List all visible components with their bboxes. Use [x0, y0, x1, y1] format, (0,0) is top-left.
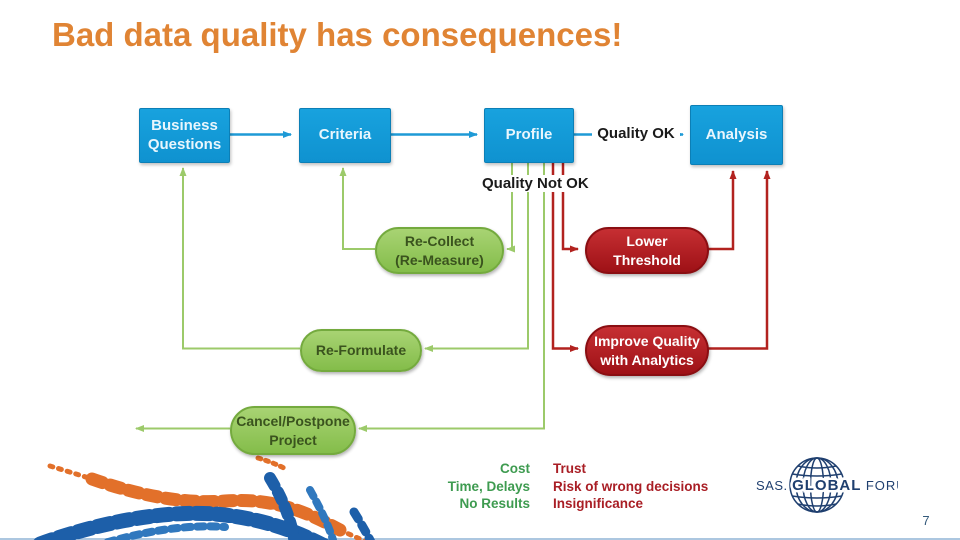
node-cancel-postpone: Cancel/Postpone Project [230, 406, 356, 455]
node-business-questions: Business Questions [139, 108, 230, 163]
sas-global-forum-logo: SAS. GLOBAL FORUM [754, 457, 898, 513]
outcome-item-red: Risk of wrong decisions [553, 478, 709, 494]
logo-text: SAS. GLOBAL FORUM [756, 477, 898, 494]
green-arrows [135, 161, 545, 432]
node-label: Cancel/Postpone [236, 413, 350, 430]
node-label: Analysis [705, 125, 768, 143]
node-label: Questions [147, 135, 222, 153]
outcome-item-red: Insignificance [553, 496, 644, 511]
node-lower-threshold: Lower Threshold [585, 227, 709, 274]
outcome-item-green: Time, Delays [447, 478, 530, 494]
node-label: (Re-Measure) [395, 251, 484, 268]
node-analysis: Analysis [690, 105, 783, 165]
outcome-item-green: Cost [500, 461, 530, 476]
page-number: 7 [922, 513, 930, 528]
node-improve-quality: Improve Quality with Analytics [585, 325, 709, 376]
outcome-list-green: Cost Time, Delays No Results [395, 460, 530, 513]
node-label: Re-Collect [404, 233, 475, 250]
node-label: Re-Formulate [315, 342, 407, 359]
node-label: Lower [626, 233, 668, 250]
globe-icon [789, 457, 845, 513]
edge-label-quality-not-ok: Quality Not OK [480, 175, 590, 192]
node-label: Threshold [613, 251, 681, 268]
node-label: with Analytics [600, 351, 694, 368]
slide-title: Bad data quality has consequences! [52, 16, 623, 53]
node-label: Profile [505, 126, 553, 144]
node-criteria: Criteria [299, 108, 391, 163]
node-label: Project [269, 431, 317, 448]
node-re-formulate: Re-Formulate [300, 329, 422, 372]
logo-text-forum: FORUM [866, 478, 898, 493]
node-label: Criteria [318, 126, 372, 144]
bottom-rule [0, 538, 960, 540]
mosaic-decoration [33, 455, 376, 540]
outcome-item-green: No Results [459, 496, 530, 511]
node-profile: Profile [484, 108, 574, 163]
outcome-list-red: Trust Risk of wrong decisions Insignific… [553, 460, 753, 513]
edge-label-quality-ok: Quality OK [592, 125, 680, 142]
node-re-collect: Re-Collect (Re-Measure) [375, 227, 504, 274]
logo-text-sas: SAS. [756, 478, 788, 493]
logo-text-global: GLOBAL [792, 477, 861, 494]
node-label: Improve Quality [594, 333, 700, 350]
outcome-item-red: Trust [553, 461, 587, 476]
node-label: Business [151, 116, 218, 134]
